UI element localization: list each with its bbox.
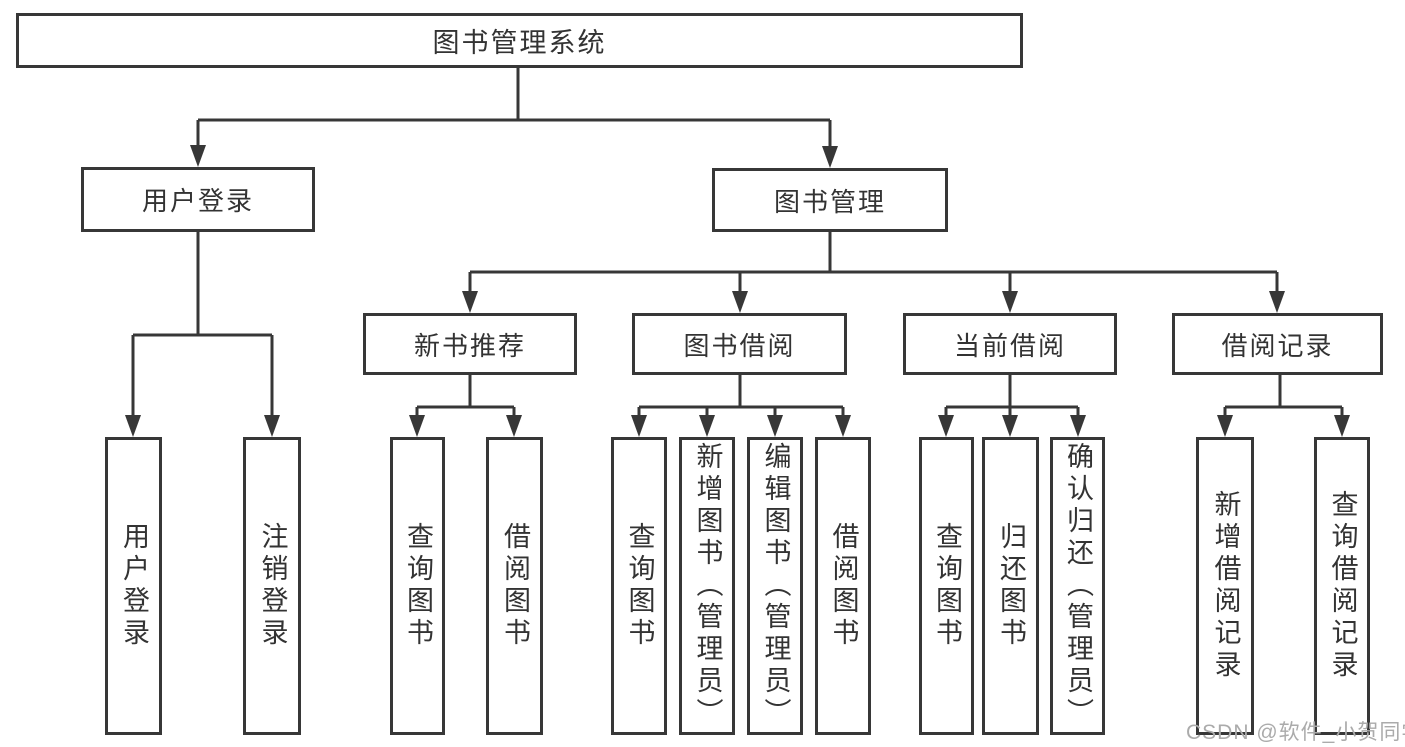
leaf-query-books-borrow-label: 查询图书	[624, 522, 655, 650]
leaf-query-books-recommend: 查询图书	[390, 437, 445, 735]
leaf-query-books-current-label: 查询图书	[932, 522, 962, 650]
leaf-user-login-label: 用户登录	[119, 522, 149, 650]
leaf-borrow-books-label: 借阅图书	[828, 522, 859, 650]
leaf-query-borrow-record: 查询借阅记录	[1314, 437, 1370, 735]
node-library-system: 图书管理系统	[16, 13, 1023, 68]
leaf-logout: 注销登录	[243, 437, 301, 735]
node-borrow-records-label: 借阅记录	[1221, 330, 1334, 361]
node-book-borrow: 图书借阅	[632, 313, 847, 375]
node-current-borrow-label: 当前借阅	[953, 330, 1066, 361]
leaf-add-book-admin-label: 新增图书（管理员）	[692, 442, 723, 730]
node-user-login: 用户登录	[81, 167, 315, 232]
leaf-edit-book-admin: 编辑图书（管理员）	[747, 437, 803, 735]
leaf-user-login: 用户登录	[105, 437, 162, 735]
leaf-edit-book-admin-label: 编辑图书（管理员）	[760, 442, 791, 730]
leaf-add-book-admin: 新增图书（管理员）	[679, 437, 735, 735]
csdn-watermark: CSDN @软件_小贺同学	[1186, 721, 1405, 744]
leaf-query-books-borrow: 查询图书	[611, 437, 667, 735]
leaf-borrow-books: 借阅图书	[815, 437, 871, 735]
leaf-confirm-return-admin-label: 确认归还（管理员）	[1063, 442, 1093, 730]
node-new-book-recommend-label: 新书推荐	[413, 330, 526, 361]
leaf-return-books-label: 归还图书	[996, 522, 1026, 650]
leaf-logout-label: 注销登录	[257, 522, 288, 650]
node-book-management-label: 图书管理	[773, 186, 886, 217]
node-book-management: 图书管理	[712, 168, 948, 232]
leaf-add-borrow-record: 新增借阅记录	[1196, 437, 1254, 735]
leaf-query-borrow-record-label: 查询借阅记录	[1327, 490, 1358, 682]
node-current-borrow: 当前借阅	[903, 313, 1117, 375]
node-borrow-records: 借阅记录	[1172, 313, 1383, 375]
node-new-book-recommend: 新书推荐	[363, 313, 577, 375]
node-user-login-label: 用户登录	[141, 186, 254, 216]
node-library-system-label: 图书管理系统	[432, 28, 607, 58]
leaf-confirm-return-admin: 确认归还（管理员）	[1050, 437, 1105, 735]
leaf-add-borrow-record-label: 新增借阅记录	[1210, 490, 1241, 682]
leaf-query-books-recommend-label: 查询图书	[403, 522, 433, 650]
leaf-return-books: 归还图书	[982, 437, 1039, 735]
leaf-query-books-current: 查询图书	[919, 437, 974, 735]
node-book-borrow-label: 图书借阅	[683, 330, 796, 361]
leaf-borrow-books-recommend: 借阅图书	[486, 437, 543, 735]
leaf-borrow-books-recommend-label: 借阅图书	[500, 522, 530, 650]
